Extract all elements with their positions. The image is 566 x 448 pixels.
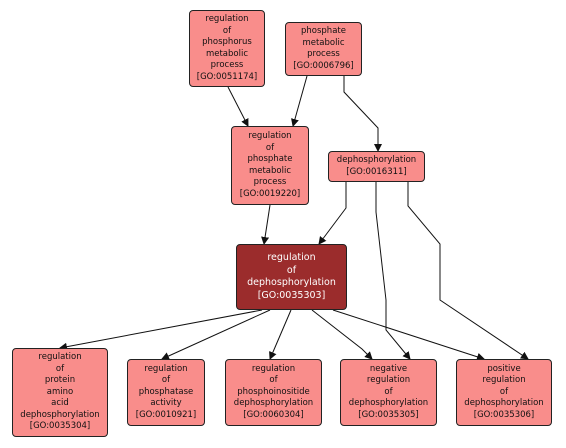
- node-regulation-of-phosphorus-metabolic-process[interactable]: regulation of phosphorus metabolic proce…: [189, 10, 265, 87]
- node-phosphate-metabolic-process[interactable]: phosphate metabolic process [GO:0006796]: [285, 22, 362, 76]
- edge-n2-n4: [343, 76, 382, 152]
- edge-n5-n9: [311, 309, 373, 360]
- edge-n5-n6: [59, 309, 263, 351]
- node-regulation-of-phosphoinositide-dephosphorylation[interactable]: regulation of phosphoinositide dephospho…: [225, 359, 322, 426]
- edge-n5-n8: [269, 309, 292, 360]
- node-regulation-of-dephosphorylation[interactable]: regulation of dephosphorylation [GO:0035…: [236, 244, 347, 310]
- node-positive-regulation-of-dephosphorylation[interactable]: positive regulation of dephosphorylation…: [456, 359, 552, 426]
- edge-n2-n3: [291, 75, 308, 127]
- node-regulation-of-phosphatase-activity[interactable]: regulation of phosphatase activity [GO:0…: [127, 359, 205, 426]
- edge-n4-n5: [318, 182, 347, 245]
- node-regulation-of-phosphate-metabolic-process[interactable]: regulation of phosphate metabolic proces…: [231, 126, 309, 205]
- edge-n5-n10: [332, 309, 485, 361]
- edge-n5-n7: [161, 309, 271, 360]
- node-dephosphorylation[interactable]: dephosphorylation [GO:0016311]: [328, 151, 425, 182]
- edge-n4-n9: [375, 182, 411, 360]
- node-negative-regulation-of-dephosphorylation[interactable]: negative regulation of dephosphorylation…: [340, 359, 437, 426]
- edge-n4-n10: [407, 182, 529, 360]
- edge-n3-n5: [261, 204, 271, 245]
- edge-n1-n3: [227, 86, 249, 127]
- node-regulation-of-protein-amino-acid-dephosphorylation[interactable]: regulation of protein amino acid dephosp…: [12, 348, 108, 437]
